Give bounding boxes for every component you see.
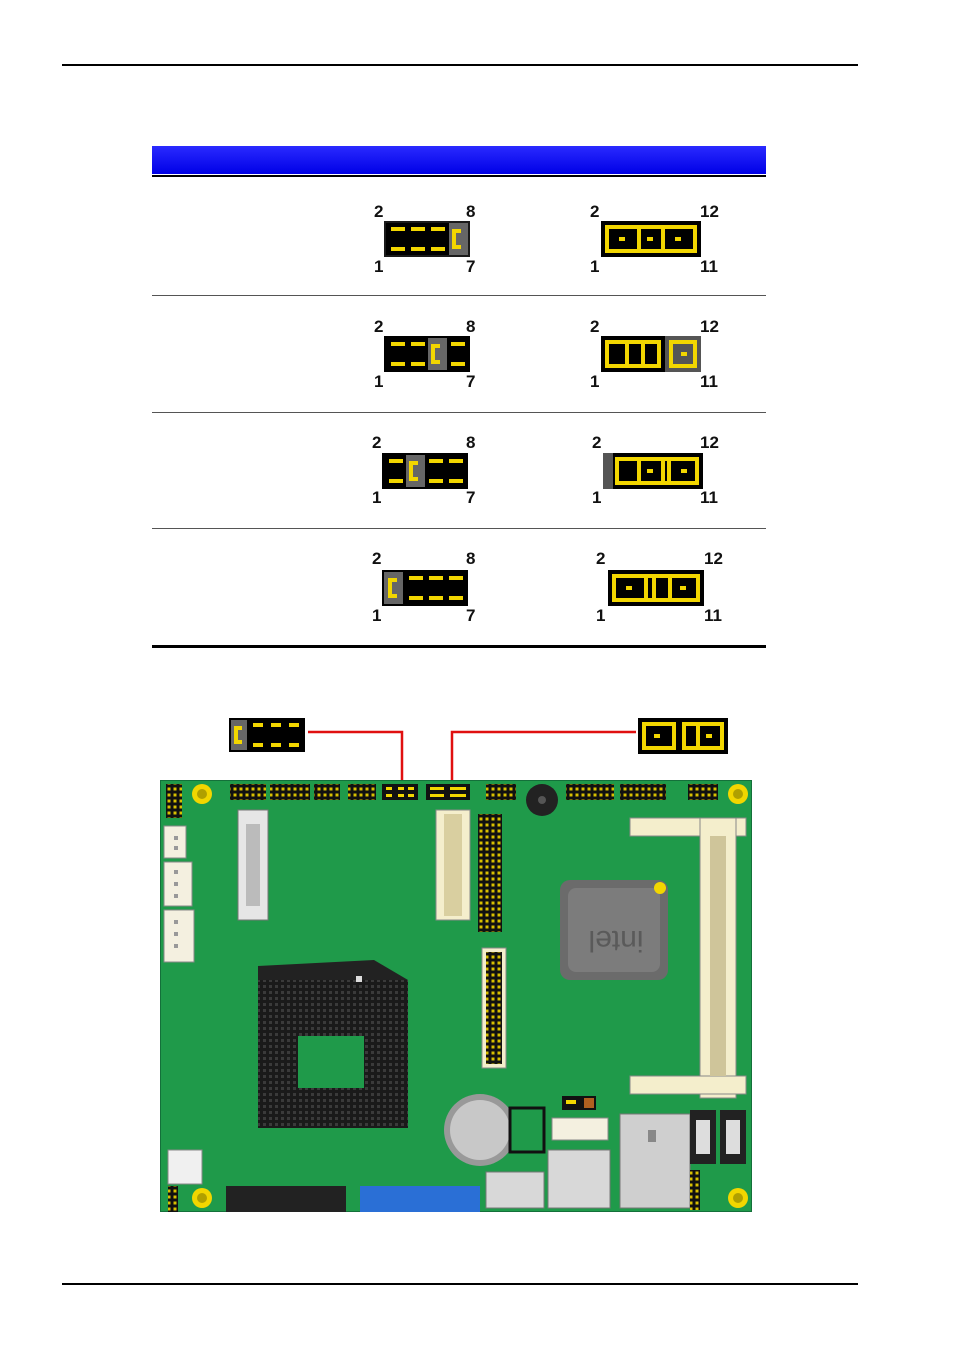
pin-label: 2 bbox=[372, 433, 382, 452]
callout-leader-lines bbox=[308, 730, 636, 790]
jumper-header-icon bbox=[382, 453, 468, 489]
pin-label: 11 bbox=[700, 372, 718, 391]
row-separator bbox=[152, 295, 766, 296]
table-bottom-rule bbox=[152, 645, 766, 648]
pin-label: 2 bbox=[592, 433, 602, 452]
pin-label: 2 bbox=[590, 317, 600, 336]
mounting-hole-icon bbox=[192, 784, 748, 1208]
table-header-underline bbox=[152, 175, 766, 177]
pin-label: 8 bbox=[466, 202, 476, 221]
pin-label: 7 bbox=[466, 372, 476, 391]
pin-label: 1 bbox=[372, 488, 382, 507]
pin-label: 2 bbox=[374, 202, 384, 221]
pin-label: 12 bbox=[700, 202, 719, 221]
jumper-header-icon bbox=[384, 336, 470, 372]
jumper-header-icon bbox=[384, 221, 470, 257]
pin-label: 7 bbox=[466, 257, 476, 276]
jumper-header-icon bbox=[608, 570, 704, 606]
pin-label: 1 bbox=[372, 606, 382, 625]
table-header-bar bbox=[152, 146, 766, 174]
pin-label: 2 bbox=[372, 549, 382, 568]
pin-label: 8 bbox=[466, 433, 476, 452]
row-separator bbox=[152, 412, 766, 413]
pin-label: 1 bbox=[590, 257, 600, 276]
svg-text:intel: intel bbox=[588, 924, 643, 957]
right-callout-jumper-icon bbox=[638, 718, 728, 754]
jumper-header-icon bbox=[603, 453, 703, 489]
pin-label: 7 bbox=[466, 606, 476, 625]
pin-label: 12 bbox=[700, 317, 719, 336]
pin-label: 7 bbox=[466, 488, 476, 507]
pin-label: 11 bbox=[700, 257, 718, 276]
pin-label: 1 bbox=[592, 488, 602, 507]
pin-label: 8 bbox=[466, 549, 476, 568]
pin-label: 11 bbox=[704, 606, 722, 625]
pin-label: 1 bbox=[374, 257, 384, 276]
pin-label: 1 bbox=[596, 606, 606, 625]
top-rule bbox=[62, 64, 858, 66]
pin-label: 1 bbox=[590, 372, 600, 391]
pin-label: 12 bbox=[700, 433, 719, 452]
pin-label: 2 bbox=[374, 317, 384, 336]
jumper-header-icon bbox=[601, 336, 701, 372]
row-separator bbox=[152, 528, 766, 529]
pin-label: 8 bbox=[466, 317, 476, 336]
pin-label: 12 bbox=[704, 549, 723, 568]
pin-label: 1 bbox=[374, 372, 384, 391]
motherboard-illustration: intel bbox=[160, 780, 752, 1212]
pin-label: 2 bbox=[596, 549, 606, 568]
bottom-rule bbox=[62, 1283, 858, 1285]
pin-label: 11 bbox=[700, 488, 718, 507]
left-callout-jumper-icon bbox=[229, 718, 305, 752]
jumper-header-icon bbox=[382, 570, 468, 606]
jumper-header-icon bbox=[601, 221, 701, 257]
pin-label: 2 bbox=[590, 202, 600, 221]
